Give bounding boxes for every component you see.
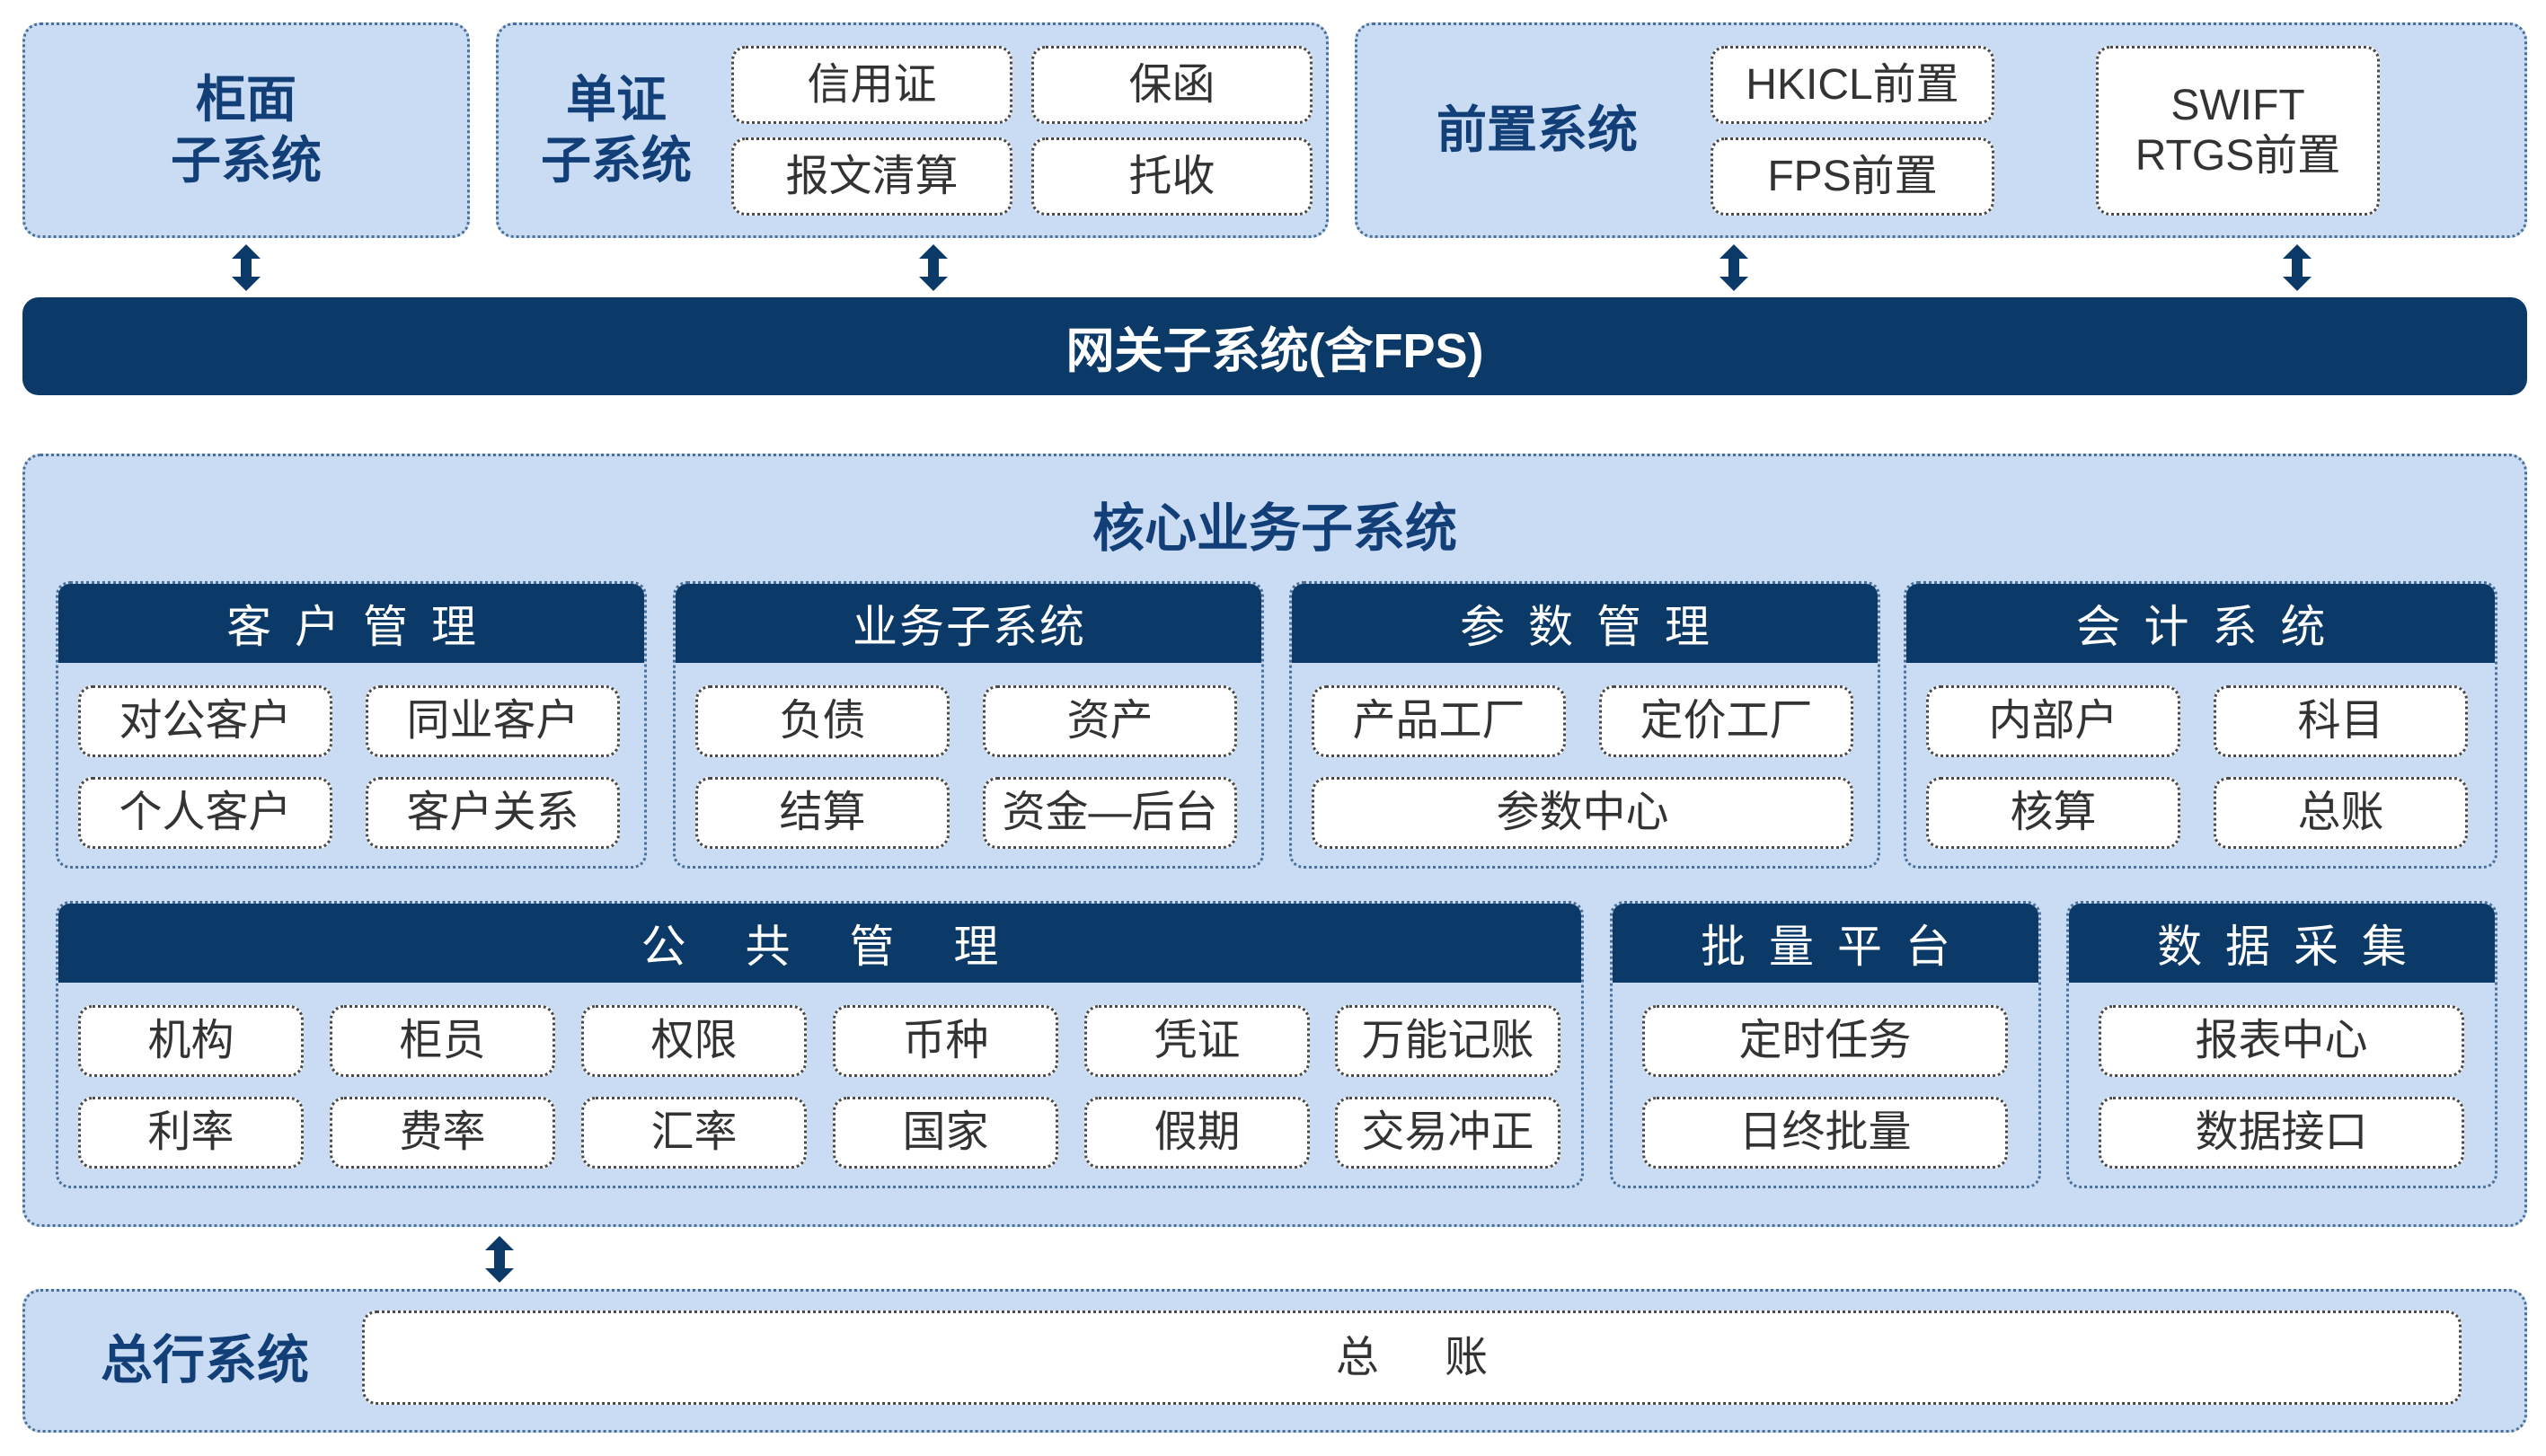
document-subsystem-line1: 单证 — [566, 70, 667, 128]
double-arrow-icon — [230, 244, 262, 291]
document-subsystem-panel: 单证 子系统 信用证 保函 报文清算 托收 — [496, 22, 1329, 238]
interbank-customer-box: 同业客户 — [366, 685, 620, 757]
collection-box: 托收 — [1031, 137, 1313, 216]
transaction-reversal-box: 交易冲正 — [1335, 1097, 1560, 1169]
accounting-system-module: 会 计 系 统 内部户 科目 核算 总账 — [1904, 581, 2497, 869]
parameter-management-header: 参 数 管 理 — [1292, 584, 1878, 663]
business-subsystem-module: 业务子系统 负债 资产 结算 资金—后台 — [673, 581, 1264, 869]
product-factory-box: 产品工厂 — [1312, 685, 1566, 757]
double-arrow-icon — [917, 244, 950, 291]
rtgs-front-line: RTGS前置 — [2135, 131, 2341, 180]
end-of-day-batch-box: 日终批量 — [1642, 1097, 2008, 1169]
accounting-system-header: 会 计 系 统 — [1906, 584, 2495, 663]
settlement-box: 结算 — [695, 777, 950, 849]
counter-subsystem-panel: 柜面 子系统 — [22, 22, 470, 238]
country-box: 国家 — [833, 1097, 1058, 1169]
parameter-center-box: 参数中心 — [1312, 777, 1853, 849]
treasury-backoffice-box: 资金—后台 — [983, 777, 1237, 849]
teller-box: 柜员 — [330, 1005, 555, 1077]
fee-rate-box: 费率 — [330, 1097, 555, 1169]
parameter-management-module: 参 数 管 理 产品工厂 定价工厂 参数中心 — [1289, 581, 1880, 869]
counter-subsystem-line1: 柜面 — [196, 70, 296, 128]
core-business-title: 核心业务子系统 — [1092, 499, 1457, 558]
front-system-label: 前置系统 — [1437, 101, 1638, 158]
holiday-box: 假期 — [1084, 1097, 1310, 1169]
double-arrow-icon — [483, 1236, 516, 1283]
front-system-panel: 前置系统 HKICL前置 FPS前置 SWIFT RTGS前置 — [1355, 22, 2527, 238]
head-office-panel: 总行系统 总 账 — [22, 1289, 2527, 1433]
batch-platform-module: 批 量 平 台 定时任务 日终批量 — [1610, 901, 2041, 1188]
interest-rate-box: 利率 — [78, 1097, 304, 1169]
customer-management-module: 客 户 管 理 对公客户 同业客户 个人客户 客户关系 — [56, 581, 647, 869]
double-arrow-icon — [1718, 244, 1750, 291]
customer-management-header: 客 户 管 理 — [58, 584, 644, 663]
core-business-panel: 核心业务子系统 客 户 管 理 对公客户 同业客户 个人客户 客户关系 业务子系… — [22, 454, 2527, 1227]
fps-front-box: FPS前置 — [1711, 137, 1994, 216]
assets-box: 资产 — [983, 685, 1237, 757]
double-arrow-icon — [2281, 244, 2313, 291]
swift-line: SWIFT — [2170, 82, 2305, 130]
pricing-factory-box: 定价工厂 — [1599, 685, 1853, 757]
head-office-label: 总行系统 — [100, 1330, 309, 1390]
common-management-module: 公 共 管 理 机构 柜员 权限 币种 凭证 万能记账 利率 费率 汇率 国家 … — [56, 901, 1584, 1188]
data-collection-header: 数 据 采 集 — [2069, 904, 2495, 983]
guarantee-box: 保函 — [1031, 46, 1313, 124]
report-center-box: 报表中心 — [2099, 1005, 2464, 1077]
internal-account-box: 内部户 — [1926, 685, 2180, 757]
common-management-header: 公 共 管 理 — [58, 904, 1581, 983]
customer-relationship-box: 客户关系 — [366, 777, 620, 849]
data-interface-box: 数据接口 — [2099, 1097, 2464, 1169]
accounting-box: 核算 — [1926, 777, 2180, 849]
institution-box: 机构 — [78, 1005, 304, 1077]
counter-subsystem-label: 柜面 子系统 — [25, 25, 467, 235]
gateway-subsystem-bar: 网关子系统(含FPS) — [22, 297, 2527, 395]
message-clearing-box: 报文清算 — [731, 137, 1012, 216]
data-collection-module: 数 据 采 集 报表中心 数据接口 — [2066, 901, 2497, 1188]
hkicl-front-box: HKICL前置 — [1711, 46, 1994, 124]
currency-box: 币种 — [833, 1005, 1058, 1077]
account-subject-box: 科目 — [2214, 685, 2468, 757]
letter-of-credit-box: 信用证 — [731, 46, 1012, 124]
voucher-box: 凭证 — [1084, 1005, 1310, 1077]
liabilities-box: 负债 — [695, 685, 950, 757]
batch-platform-header: 批 量 平 台 — [1613, 904, 2038, 983]
scheduled-task-box: 定时任务 — [1642, 1005, 2008, 1077]
head-office-ledger-box: 总 账 — [362, 1310, 2462, 1405]
business-subsystem-header: 业务子系统 — [676, 584, 1261, 663]
counter-subsystem-line2: 子系统 — [171, 132, 322, 189]
general-ledger-box: 总账 — [2214, 777, 2468, 849]
corporate-customer-box: 对公客户 — [78, 685, 332, 757]
permission-box: 权限 — [581, 1005, 807, 1077]
exchange-rate-box: 汇率 — [581, 1097, 807, 1169]
swift-rtgs-front-box: SWIFT RTGS前置 — [2096, 46, 2380, 216]
document-subsystem-line2: 子系统 — [541, 132, 692, 189]
personal-customer-box: 个人客户 — [78, 777, 332, 849]
document-subsystem-label: 单证 子系统 — [499, 25, 734, 235]
universal-bookkeeping-box: 万能记账 — [1335, 1005, 1560, 1077]
